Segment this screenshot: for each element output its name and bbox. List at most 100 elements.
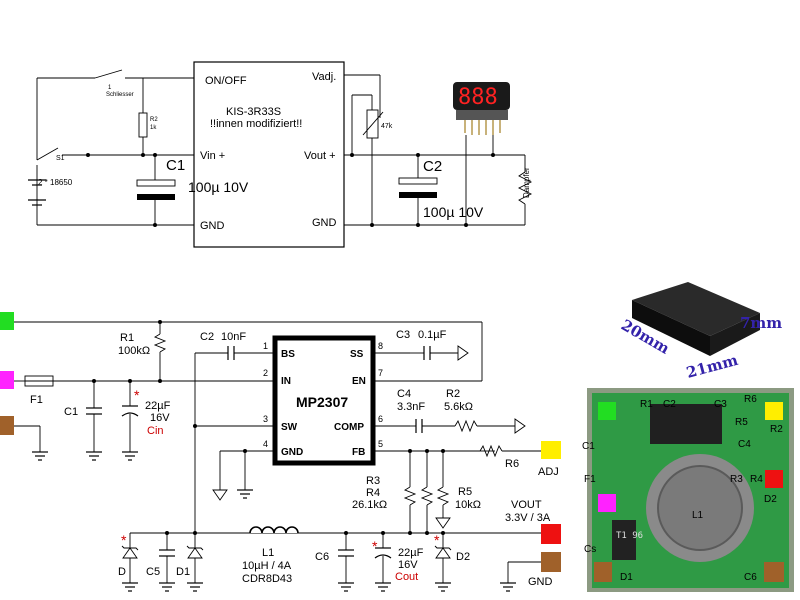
bottom-schematic: R1 100kΩ MP2307 BS IN SW GND SS EN COMP … [0,312,561,592]
battery-label: 2 * 18650 [38,178,73,187]
module-vout-label: Vout + [304,150,336,162]
load-label: Dampfer [522,167,531,198]
pcb-label-r5: R5 [735,417,748,428]
pad-magenta-left [0,371,14,389]
pcb-label-r4: R4 [750,474,763,485]
vout-junction-1 [350,153,354,157]
gnd-junction-left [153,223,157,227]
cin-star: * [134,387,140,403]
pcb-label-l1: L1 [692,510,704,521]
r5-zigzag [436,486,450,506]
vout-junction-2 [416,153,420,157]
pcb-pad-green [598,402,616,420]
pot-body [366,109,379,139]
pcb-label-d2: D2 [764,494,777,505]
r1-value: 100kΩ [118,345,150,357]
d-diode [122,547,138,559]
r2-name: R2 [150,117,158,123]
cout-name: Cout [395,571,418,583]
pcb-chip-mark: T1 96 [616,531,643,541]
ic-mp2307 [272,335,376,466]
pcb-label-r2: R2 [770,424,783,435]
d-star: * [121,532,127,548]
pin4-gnd-arrow [212,489,228,501]
c3-gnd-arrow [457,345,469,361]
pad-brown-gnd [541,552,561,572]
c1-name: C1 [64,406,78,418]
r5-gnd-arrow [435,517,451,529]
d-name: D [118,566,126,578]
gnd-junction-c2 [416,223,420,227]
pcb-pad-brown-right [764,562,784,582]
pcb-pad-red [765,470,783,488]
ic-pin-comp: COMP [334,422,364,433]
gnd-junction-display [464,223,468,227]
c4-name: C4 [397,388,411,400]
r2-zigzag [454,419,478,433]
c3-name: C3 [396,329,410,341]
ic-pin-ss: SS [350,349,364,360]
in-junction-r1 [158,379,162,383]
adj-label: ADJ [538,466,559,478]
pad-red-vout [541,524,561,544]
top-schematic: ON/OFF Vadj. KIS-3R33S !!innen modifizie… [28,61,533,248]
cin-name: Cin [147,425,164,437]
r1-zigzag [153,333,167,353]
ic-pin-gnd: GND [281,447,303,458]
ic-pin-bs: BS [281,349,295,360]
c1-value: 100µ 10V [188,179,249,195]
cin-plate-2 [121,412,139,417]
vin-junction-2 [141,153,145,157]
switch1-blade [94,69,123,79]
pad-brown-left [0,416,14,435]
pot-arrow [362,111,384,136]
r2-value: 1k [150,125,157,131]
r2-name: R2 [446,388,460,400]
pcb-label-cs: Cs [584,544,596,555]
ic-pin-sw: SW [281,422,298,433]
pcb-pad-brown-left [594,562,612,582]
module-vadj-label: Vadj. [312,71,336,83]
comp-gnd-arrow [514,418,526,434]
d2-diode [435,547,451,559]
c2-name: C2 [200,331,214,343]
ic-pin-en: EN [352,376,366,387]
module-vin-label: Vin + [200,150,225,162]
c5-name: C5 [146,566,160,578]
ic-pinnum-3: 3 [263,414,268,424]
module-left-face [632,300,710,356]
ic-pinnum-4: 4 [263,439,268,449]
vout-junction-r4 [425,531,429,535]
r2-value: 5.6kΩ [444,401,473,413]
cin-value: 22µF [145,400,171,412]
ic-pinnum-6: 6 [378,414,383,424]
s1-label: S1 [56,155,65,162]
pcb-ic [650,404,722,444]
cout-voltage: 16V [398,559,418,571]
r5-value: 10kΩ [455,499,481,511]
vout-junction-r3 [408,531,412,535]
pcb-photo: T1 96 R1 C2 C3 R6 C1 R5 R2 C4 F1 R3 R4 D… [582,388,794,592]
pcb-label-c6: C6 [744,572,757,583]
l1-part: CDR8D43 [242,573,292,585]
r34-value: 26.1kΩ [352,499,387,511]
pcb-label-r3: R3 [730,474,743,485]
vout-junction-d1 [193,531,197,535]
pcb-label-d1: D1 [620,572,633,583]
pcb-pad-yellow [765,402,783,420]
d2-zener-bar [434,545,452,551]
load-zigzag [517,171,533,205]
c2top-name: C2 [423,158,442,175]
pin4-junction [243,449,247,453]
ic-pinnum-1: 1 [263,341,268,351]
sw-junction [193,424,197,428]
pcb-label-r1: R1 [640,399,653,410]
r5-name: R5 [458,486,472,498]
pcb-pad-magenta [598,494,616,512]
vout-value: 3.3V / 3A [505,512,551,524]
pad-yellow-adj [541,441,561,459]
d2-name: D2 [456,551,470,563]
vout-junction-3 [491,153,495,157]
ic-pinnum-8: 8 [378,341,383,351]
r2-resistor [138,112,148,138]
